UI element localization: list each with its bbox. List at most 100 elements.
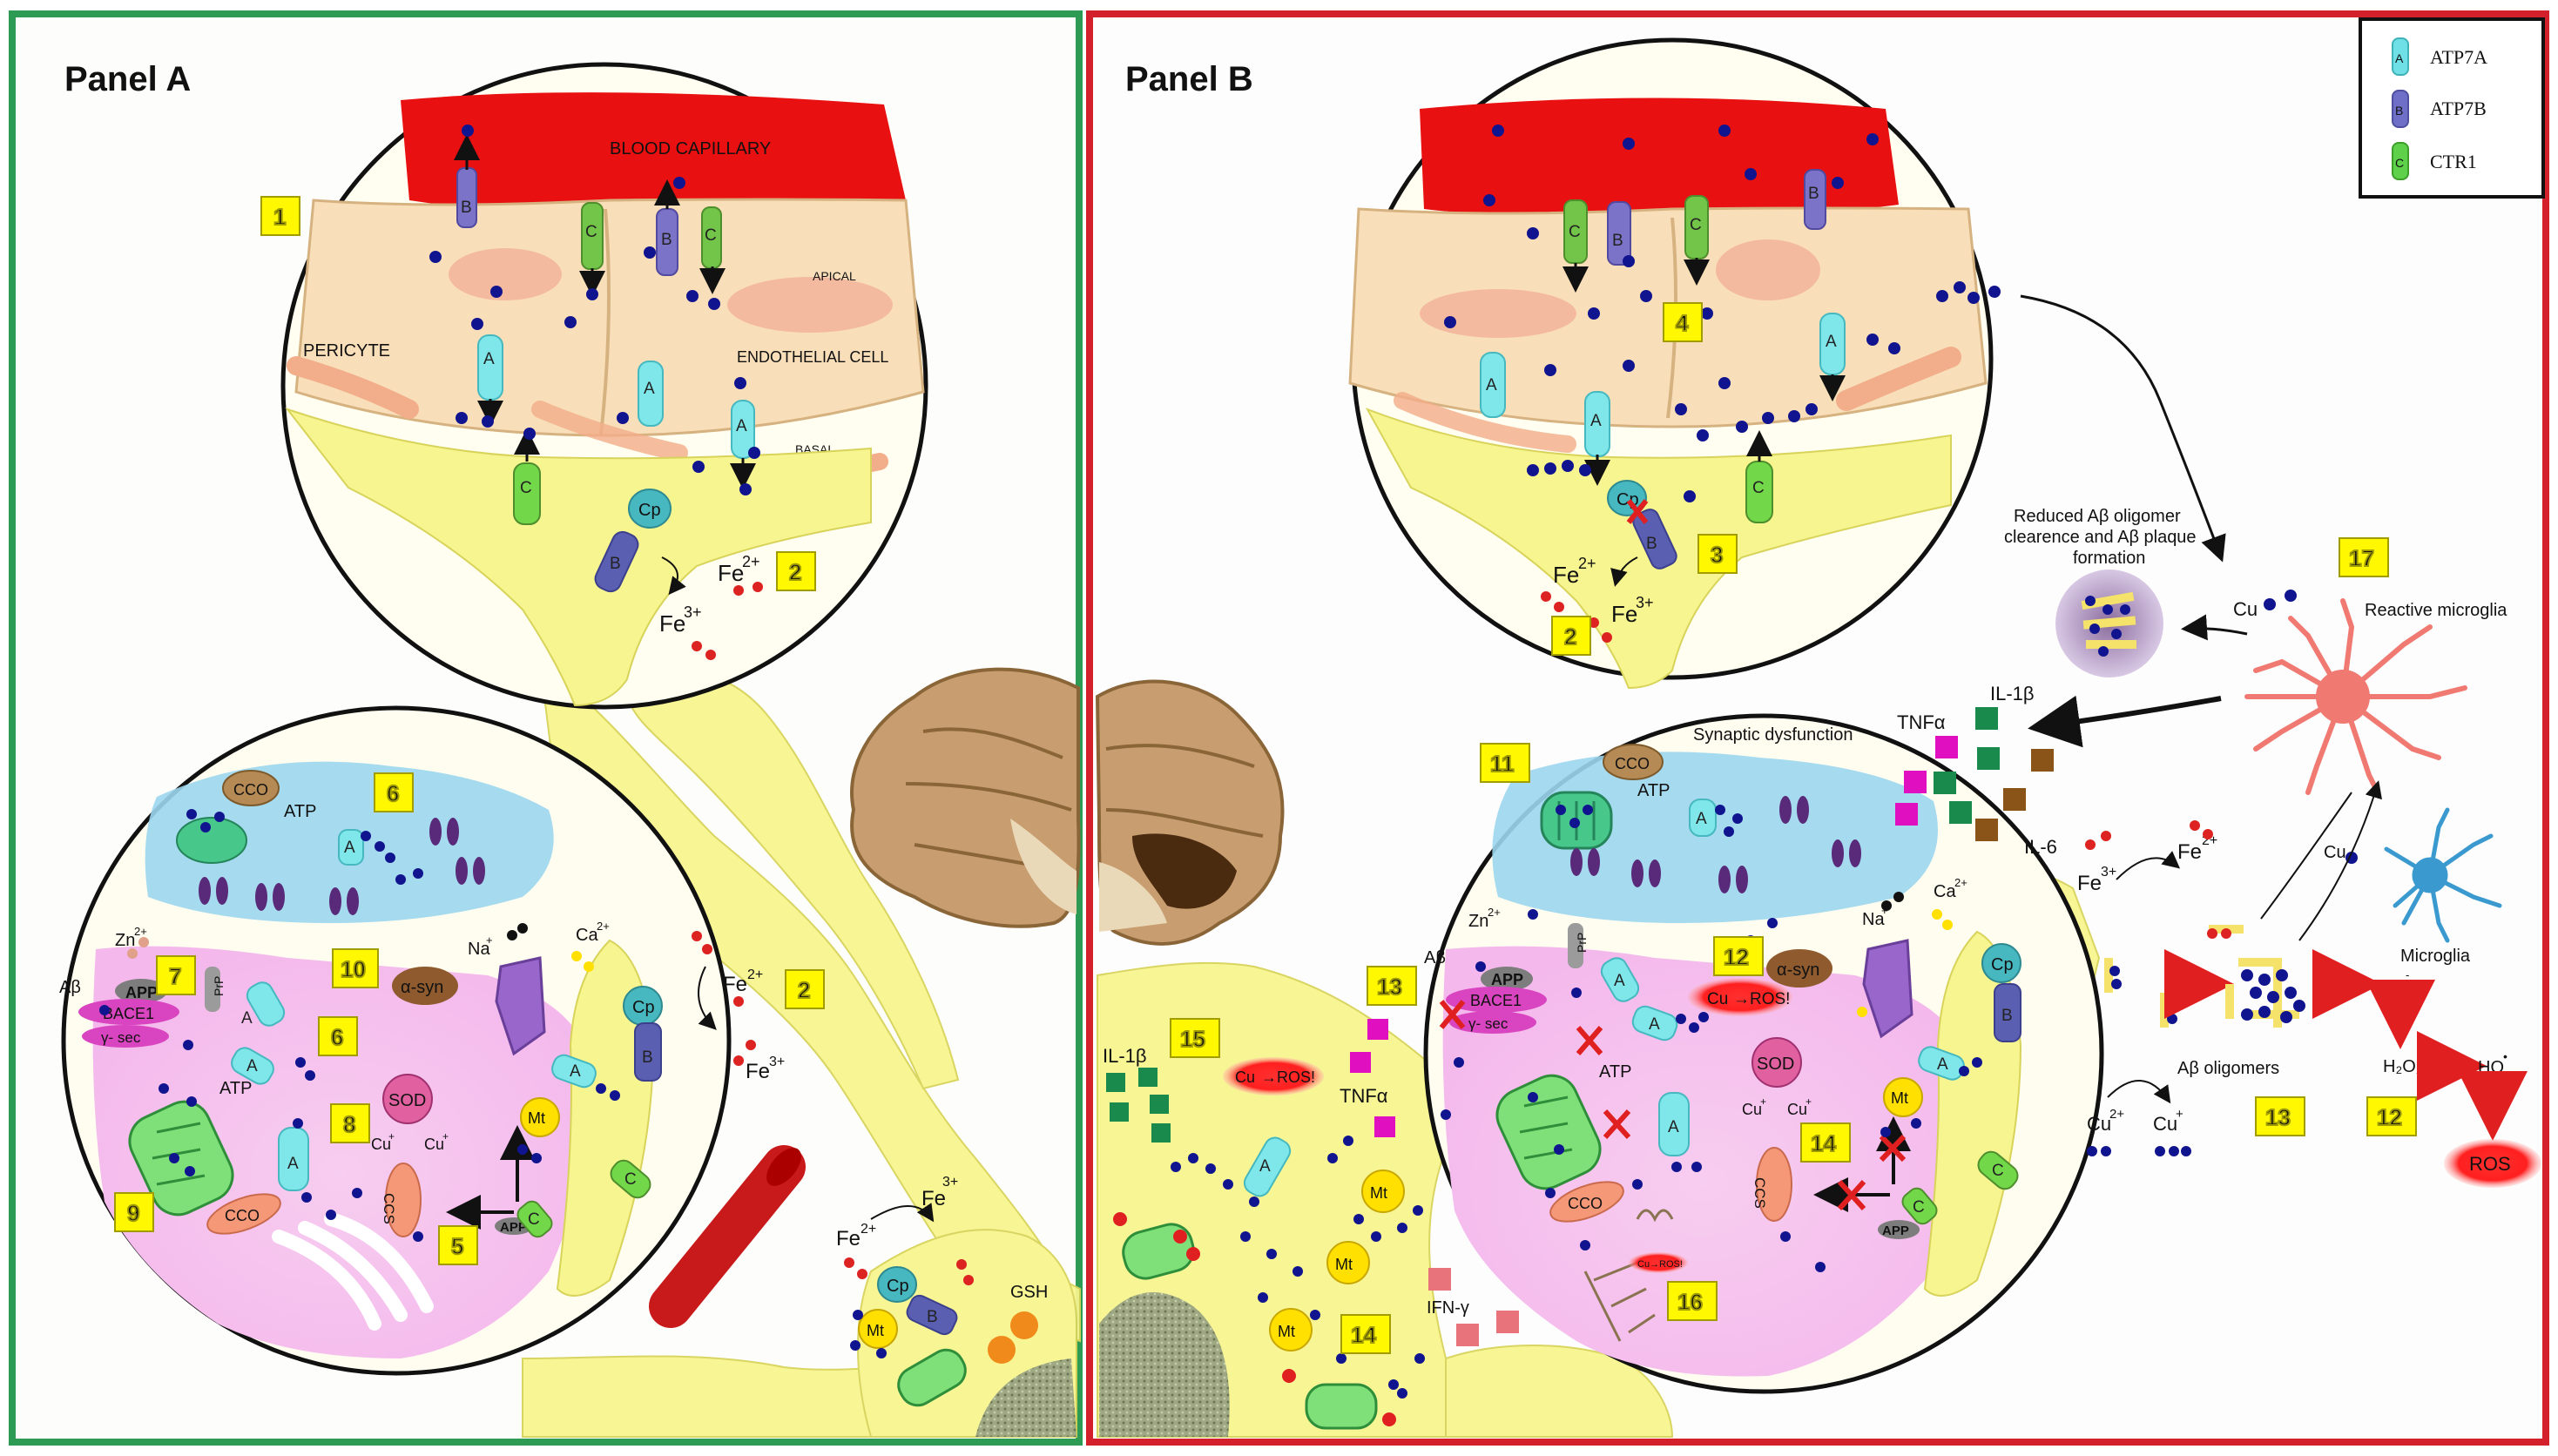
svg-text:B: B xyxy=(1808,185,1819,203)
svg-text:+: + xyxy=(486,934,493,947)
svg-text:ATP: ATP xyxy=(284,802,316,821)
svg-text:-: - xyxy=(2406,968,2409,981)
svg-text:C: C xyxy=(1913,1198,1925,1217)
svg-text:Aβ oligomers: Aβ oligomers xyxy=(2177,1059,2279,1078)
svg-text:14: 14 xyxy=(1351,1322,1376,1348)
svg-text:8: 8 xyxy=(343,1111,355,1137)
svg-text:Cu: Cu xyxy=(2153,1113,2177,1135)
svg-text:Microglia: Microglia xyxy=(2400,947,2471,966)
num-box-b-15: 15 xyxy=(1170,1018,1220,1058)
panel-a-title: Panel A xyxy=(64,60,191,98)
blood-capillary xyxy=(401,92,906,218)
svg-text:Cu→ROS!: Cu→ROS! xyxy=(1637,1259,1683,1270)
svg-text:12: 12 xyxy=(1724,944,1749,970)
svg-text:Cu: Cu xyxy=(2087,1113,2111,1135)
svg-text:3+: 3+ xyxy=(684,603,702,621)
svg-text:CCO: CCO xyxy=(1568,1195,1603,1212)
svg-text:CCO: CCO xyxy=(233,781,268,799)
svg-text:2+: 2+ xyxy=(747,967,763,982)
svg-text:C: C xyxy=(624,1170,637,1189)
svg-text:Zn: Zn xyxy=(1468,912,1488,931)
svg-text:Cp: Cp xyxy=(638,501,661,520)
num-box-b-11: 11 xyxy=(1480,743,1530,783)
svg-text:A: A xyxy=(246,1057,258,1075)
svg-text:Reactive microglia: Reactive microglia xyxy=(2365,601,2507,620)
svg-text:C: C xyxy=(1752,479,1765,497)
svg-text:IL-1β: IL-1β xyxy=(1103,1045,1147,1067)
svg-text:Cu: Cu xyxy=(371,1136,391,1153)
svg-text:H₂O₂: H₂O₂ xyxy=(2383,1057,2423,1076)
svg-text:γ- sec: γ- sec xyxy=(101,1029,141,1046)
svg-text:14: 14 xyxy=(1811,1130,1836,1156)
svg-text:A: A xyxy=(1486,376,1497,394)
svg-text:A: A xyxy=(483,350,495,368)
svg-text:Mt: Mt xyxy=(1891,1089,1908,1107)
svg-text:CCO: CCO xyxy=(225,1207,260,1224)
apical-label: APICAL xyxy=(813,269,856,283)
num-box-6-top: 6 xyxy=(374,772,414,812)
svg-text:APP: APP xyxy=(500,1220,527,1235)
panel-b-neuron-circle: CCO Synaptic dysfunction ATP A Zn2+ Aβ A… xyxy=(1423,713,2104,1394)
svg-text:Synaptic dysfunction: Synaptic dysfunction xyxy=(1693,725,1853,745)
svg-text:Mt: Mt xyxy=(1335,1256,1353,1273)
svg-text:BACE1: BACE1 xyxy=(103,1005,154,1022)
ros-cloud xyxy=(2444,1139,2541,1188)
abeta-oligomer-cluster xyxy=(2207,928,2305,1028)
svg-text:A: A xyxy=(344,839,355,857)
svg-text:2+: 2+ xyxy=(1488,906,1501,919)
svg-text:Fe: Fe xyxy=(2177,840,2202,864)
svg-text:SOD: SOD xyxy=(1757,1055,1794,1074)
svg-text:B: B xyxy=(661,231,672,249)
svg-text:C: C xyxy=(585,223,597,241)
svg-text:Fe: Fe xyxy=(746,1060,770,1083)
legend: A ATP7A B ATP7B C CTR1 xyxy=(2359,17,2545,199)
svg-text:A: A xyxy=(736,417,747,435)
svg-text:Cu: Cu xyxy=(2233,598,2258,620)
svg-text:→ROS!: →ROS! xyxy=(1733,990,1790,1008)
num-box-8: 8 xyxy=(330,1103,370,1143)
svg-text:12: 12 xyxy=(2377,1104,2402,1130)
svg-text:B: B xyxy=(927,1308,938,1326)
svg-text:Ca: Ca xyxy=(1934,882,1956,901)
panel-a-neuron-circle: CCO ATP A Zn2+ Aβ APP BACE1 γ- sec PrP A… xyxy=(59,705,732,1376)
svg-text:formation: formation xyxy=(2073,549,2145,568)
svg-text:A: A xyxy=(1649,1015,1660,1034)
svg-text:ROS: ROS xyxy=(2469,1153,2511,1175)
num-box-b-3: 3 xyxy=(1697,534,1738,574)
svg-text:C: C xyxy=(1569,223,1581,241)
svg-text:Cu: Cu xyxy=(1742,1101,1762,1118)
svg-text:Mt: Mt xyxy=(1278,1323,1295,1340)
svg-text:A: A xyxy=(1259,1157,1271,1176)
svg-text:2: 2 xyxy=(798,977,810,1003)
svg-text:+: + xyxy=(388,1130,395,1143)
number-boxes-panel-b: 2 3 4 11 12 12 13 13 14 14 15 16 17 xyxy=(1170,302,2417,1354)
svg-text:clearence and Aβ plaque: clearence and Aβ plaque xyxy=(2004,528,2197,547)
svg-text:+: + xyxy=(2176,1107,2183,1122)
svg-text:10: 10 xyxy=(341,956,366,982)
num-box-b-12-right: 12 xyxy=(2366,1096,2417,1136)
svg-text:11: 11 xyxy=(1490,751,1515,777)
svg-text:A: A xyxy=(1668,1118,1679,1136)
panel-b-left-astro: IL-1β Cu →ROS! TNFα A Mt Mt Mt IFN-γ xyxy=(1099,1019,1519,1437)
svg-text:A: A xyxy=(570,1062,581,1081)
svg-text:Cu: Cu xyxy=(1707,990,1728,1008)
svg-text:CCO: CCO xyxy=(1615,755,1650,772)
svg-text:CTR1: CTR1 xyxy=(2430,151,2477,172)
number-boxes-panel-a: 1 2 2 5 6 6 7 8 9 10 xyxy=(114,196,825,1265)
svg-text:2+: 2+ xyxy=(1954,876,1967,889)
svg-text:2+: 2+ xyxy=(134,925,147,938)
num-box-10: 10 xyxy=(332,948,379,988)
num-box-9: 9 xyxy=(114,1192,154,1232)
svg-text:B: B xyxy=(2001,1007,2013,1025)
svg-text:γ- sec: γ- sec xyxy=(1468,1015,1508,1032)
svg-text:α-syn: α-syn xyxy=(1777,961,1819,980)
svg-text:2+: 2+ xyxy=(2109,1107,2124,1122)
mitochondrion-a xyxy=(128,1100,234,1217)
svg-text:Fe: Fe xyxy=(659,610,685,637)
svg-text:SOD: SOD xyxy=(388,1091,426,1110)
blood-capillary-label: BLOOD CAPILLARY xyxy=(610,139,771,158)
svg-text:A: A xyxy=(241,1009,253,1028)
transporters-a-top: B C B C A A A C B Cp xyxy=(456,167,755,593)
svg-text:Mt: Mt xyxy=(1370,1184,1387,1202)
svg-text:Cp: Cp xyxy=(632,998,655,1017)
